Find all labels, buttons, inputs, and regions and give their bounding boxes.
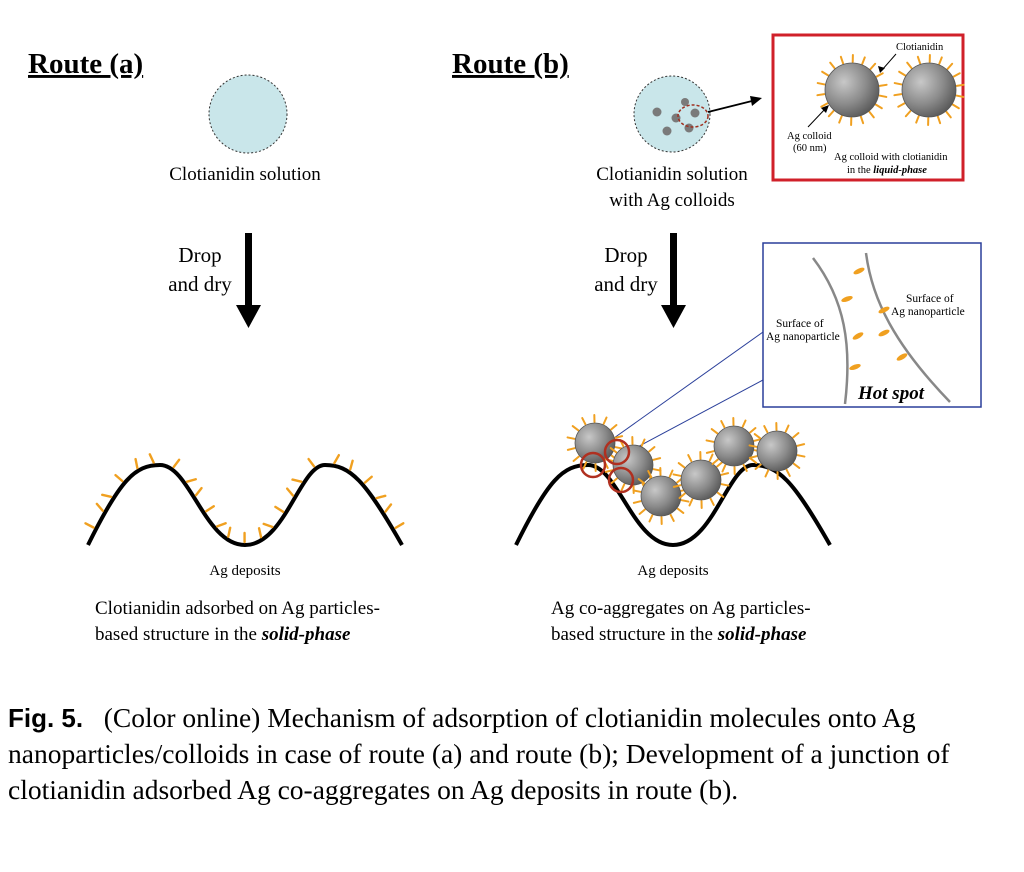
clotianidin-molecule <box>333 453 341 465</box>
hot-spot-molecules <box>841 267 908 371</box>
route-a-result-line2: based structure in the solid-phase <box>95 624 351 645</box>
route-a-clotianidin-molecules <box>84 453 405 544</box>
clotianidin-molecule <box>205 505 215 513</box>
ag-particle <box>893 54 965 126</box>
route-b-solution-line2: with Ag colloids <box>609 190 735 211</box>
route-a-solution-circle <box>208 74 288 154</box>
inset-caption-line1: Ag colloid with clotianidin <box>834 152 948 163</box>
inset-caption-line2: in the liquid-phase <box>847 165 927 176</box>
route-b-solution-circle <box>633 75 711 153</box>
route-a-deposit-label: Ag deposits <box>209 563 280 579</box>
hot-spot-right-surface-line1: Surface of <box>906 293 954 305</box>
clotianidin-molecule <box>185 478 197 483</box>
clotianidin-molecule <box>227 526 232 538</box>
route-a-solution-label: Clotianidin solution <box>169 164 321 185</box>
route-a-solid-phase: solid-phase <box>261 624 351 645</box>
hot-spot-right-surface-line2: Ag nanoparticle <box>891 306 965 318</box>
figure-caption: Fig. 5. (Color online) Mechanism of adso… <box>8 700 1016 808</box>
clotianidin-molecule <box>84 522 95 529</box>
ag-particle <box>748 422 806 480</box>
route-b-result-line1: Ag co-aggregates on Ag particles- <box>551 598 811 619</box>
clotianidin-molecule <box>285 487 295 497</box>
clotianidin-molecule <box>307 457 316 468</box>
clotianidin-molecule <box>394 522 405 530</box>
ag-particle <box>632 467 690 525</box>
route-b-deposit-label: Ag deposits <box>637 563 708 579</box>
route-b-solution-line1: Clotianidin solution <box>596 164 748 185</box>
clotianidin-molecule <box>134 457 139 470</box>
hot-spot-right-surface <box>864 252 951 403</box>
clotianidin-molecule <box>257 527 263 539</box>
route-a-step-line1: Drop <box>178 243 221 267</box>
route-b-zoom-circle <box>677 104 709 128</box>
hot-spot-inset <box>762 242 982 408</box>
clotianidin-molecule <box>262 522 274 529</box>
hot-spot-callout-lines <box>613 331 764 453</box>
clotianidin-molecule <box>216 522 227 528</box>
route-b-solid-phase: solid-phase <box>717 624 807 645</box>
clotianidin-molecule <box>384 503 393 513</box>
inset-clotianidin-label: Clotianidin <box>896 42 944 53</box>
route-a-title: Route (a) <box>28 48 143 80</box>
clotianidin-molecule <box>375 494 387 500</box>
clotianidin-molecule <box>114 473 124 483</box>
clotianidin-molecule <box>349 459 354 471</box>
inset-liquid-phase: liquid-phase <box>873 165 927 176</box>
route-b-result-line2: based structure in the solid-phase <box>551 624 807 645</box>
route-b-ag-coaggregates <box>566 414 806 525</box>
route-b-title: Route (b) <box>452 48 569 80</box>
caption-label: Fig. 5. <box>8 703 84 733</box>
hot-spot-left-surface-line2: Ag nanoparticle <box>766 331 840 343</box>
clotianidin-molecule <box>95 502 104 512</box>
inset-ag-colloid-size: (60 nm) <box>793 143 827 154</box>
clotianidin-molecule <box>101 493 113 499</box>
route-b-step-line2: and dry <box>594 272 658 296</box>
caption-text: (Color online) Mechanism of adsorption o… <box>8 702 950 805</box>
hot-spot-left-surface <box>812 257 849 405</box>
inset-ag-colloid-label: Ag colloid <box>787 131 832 142</box>
clotianidin-molecule <box>194 486 203 497</box>
mechanism-figure: Route (a) Clotianidin solution Drop and … <box>28 33 982 645</box>
clotianidin-molecule <box>291 478 303 483</box>
inset-ag-colloids <box>816 54 965 126</box>
clotianidin-molecule <box>363 475 373 484</box>
route-a-result-line1: Clotianidin adsorbed on Ag particles- <box>95 598 380 619</box>
hot-spot-left-surface-line1: Surface of <box>776 318 824 330</box>
route-a-deposit-curve <box>86 462 404 548</box>
hot-spot-label: Hot spot <box>857 383 925 404</box>
route-b-down-arrow <box>661 233 686 328</box>
junction-rings <box>579 438 635 494</box>
route-b-step-line1: Drop <box>604 243 647 267</box>
ag-particle <box>816 54 888 126</box>
zoom-arrow <box>707 96 762 113</box>
clotianidin-molecule <box>172 458 181 469</box>
clotianidin-molecule <box>148 453 155 464</box>
route-a-step-line2: and dry <box>168 272 232 296</box>
route-a-down-arrow <box>236 233 261 328</box>
clotianidin-molecule <box>274 505 285 513</box>
ag-particle <box>672 451 730 509</box>
